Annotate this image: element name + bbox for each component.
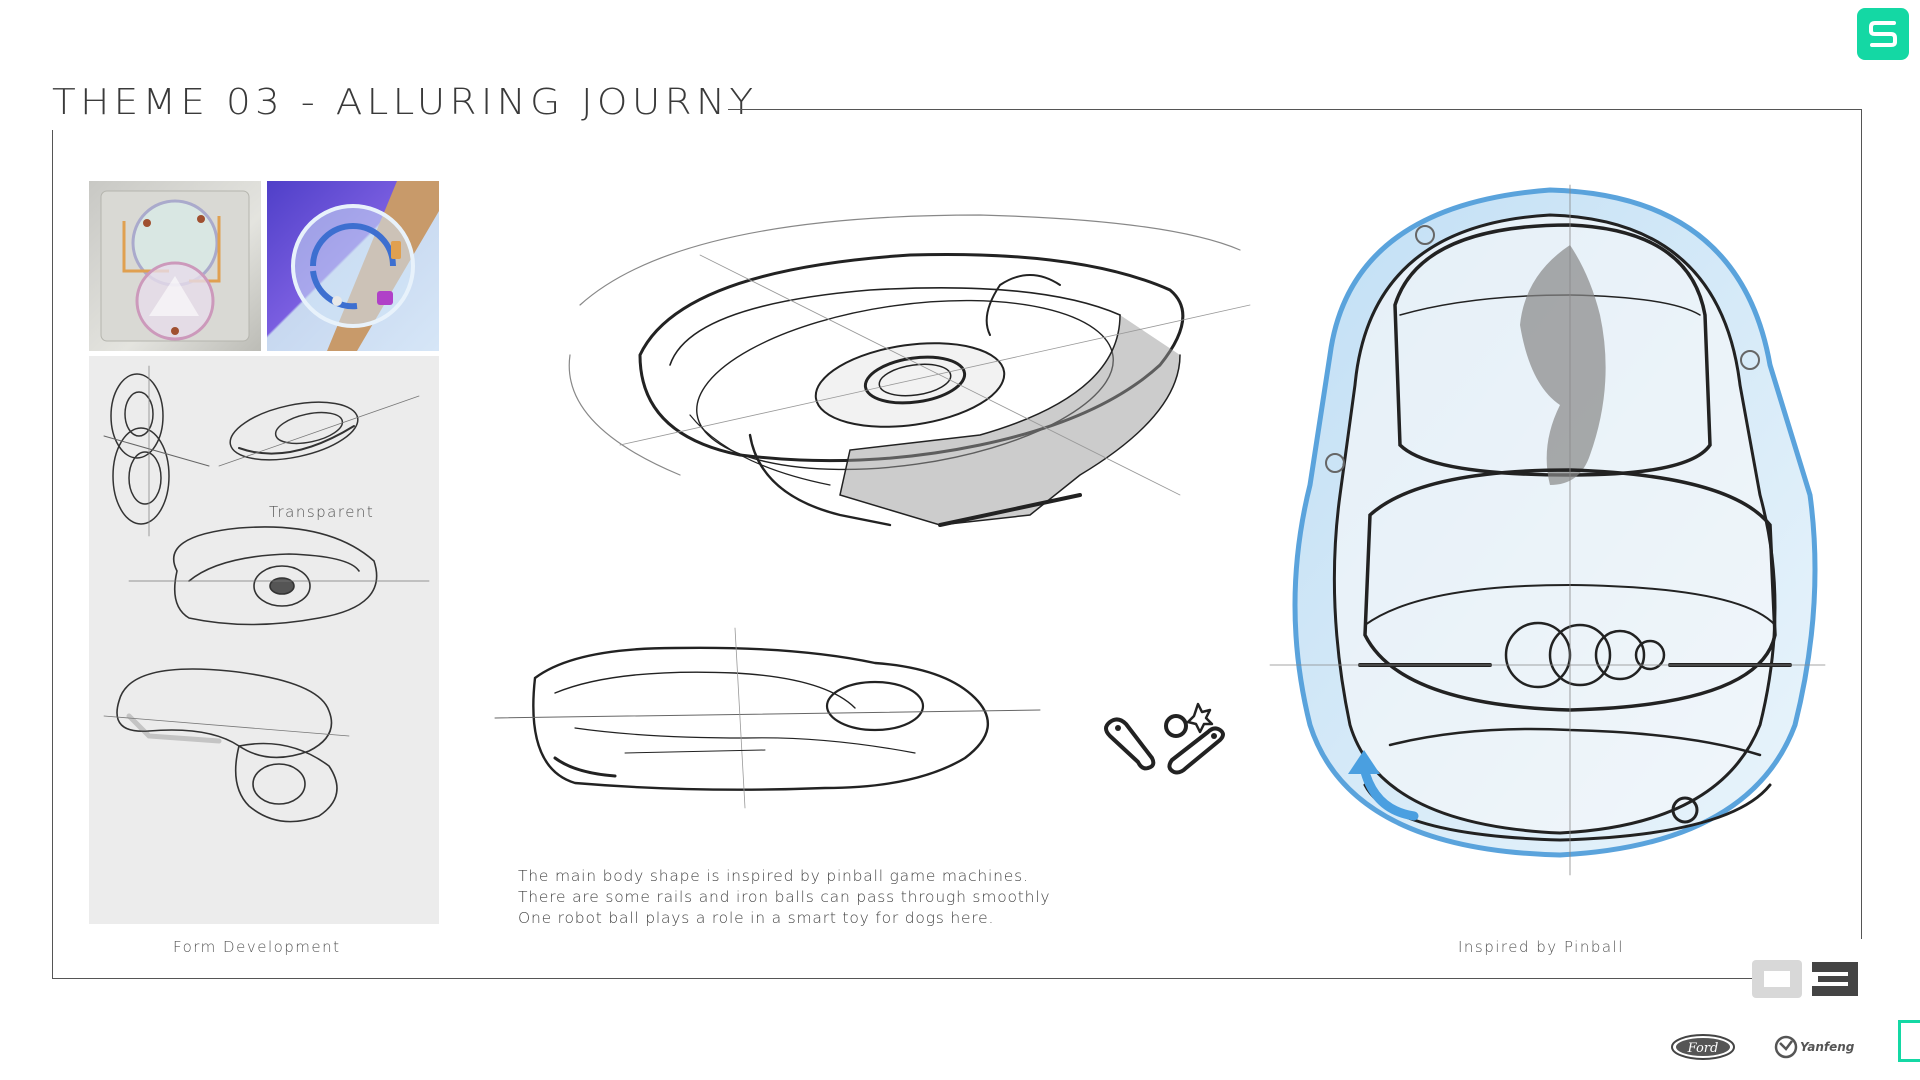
page-number: 03: [1752, 958, 1864, 1000]
form-development-label: Form Development: [173, 938, 341, 956]
sketch-elongated-oval: [128, 526, 430, 626]
side-view-sketch: [494, 618, 1055, 818]
ford-logo: Ford: [1671, 1033, 1736, 1061]
top-view-pinball-sketch: [1269, 184, 1826, 876]
s-logo-icon: [1869, 21, 1897, 47]
description-line-1: The main body shape is inspired by pinba…: [518, 867, 1029, 885]
frame-line-bottom: [52, 978, 1752, 979]
ford-logo-text: Ford: [1687, 1041, 1719, 1056]
description-line-2: There are some rails and iron balls can …: [518, 888, 1051, 906]
sketch-figure-eight: [103, 365, 210, 537]
transparent-label: Transparent: [269, 503, 375, 521]
frame-line-right: [1861, 109, 1862, 939]
frame-line-top: [728, 109, 1862, 110]
sketch-s-shape: [103, 668, 350, 823]
description-text: The main body shape is inspired by pinba…: [518, 866, 1050, 929]
inspired-by-pinball-label: Inspired by Pinball: [1458, 938, 1624, 956]
sketch-flat-disc: [218, 395, 420, 467]
reference-photo-pinball-maze: [89, 181, 261, 351]
reference-photo-ring-track: [267, 181, 439, 351]
description-line-3: One robot ball plays a role in a smart t…: [518, 909, 995, 927]
corner-accent-mark: [1898, 1020, 1920, 1062]
yanfeng-logo: Yanfeng: [1774, 1033, 1864, 1061]
pinball-flipper-icon: [1102, 698, 1234, 778]
yanfeng-logo-text: Yanfeng: [1800, 1040, 1855, 1054]
main-perspective-sketch: [560, 195, 1260, 565]
rotate-arrow-icon: [1344, 748, 1422, 824]
frame-line-left: [52, 130, 53, 978]
brand-logo-icon: [1857, 8, 1909, 60]
form-development-sketch-panel: [89, 356, 439, 924]
page-title: THEME 03 - ALLURING JOURNY: [52, 82, 758, 123]
